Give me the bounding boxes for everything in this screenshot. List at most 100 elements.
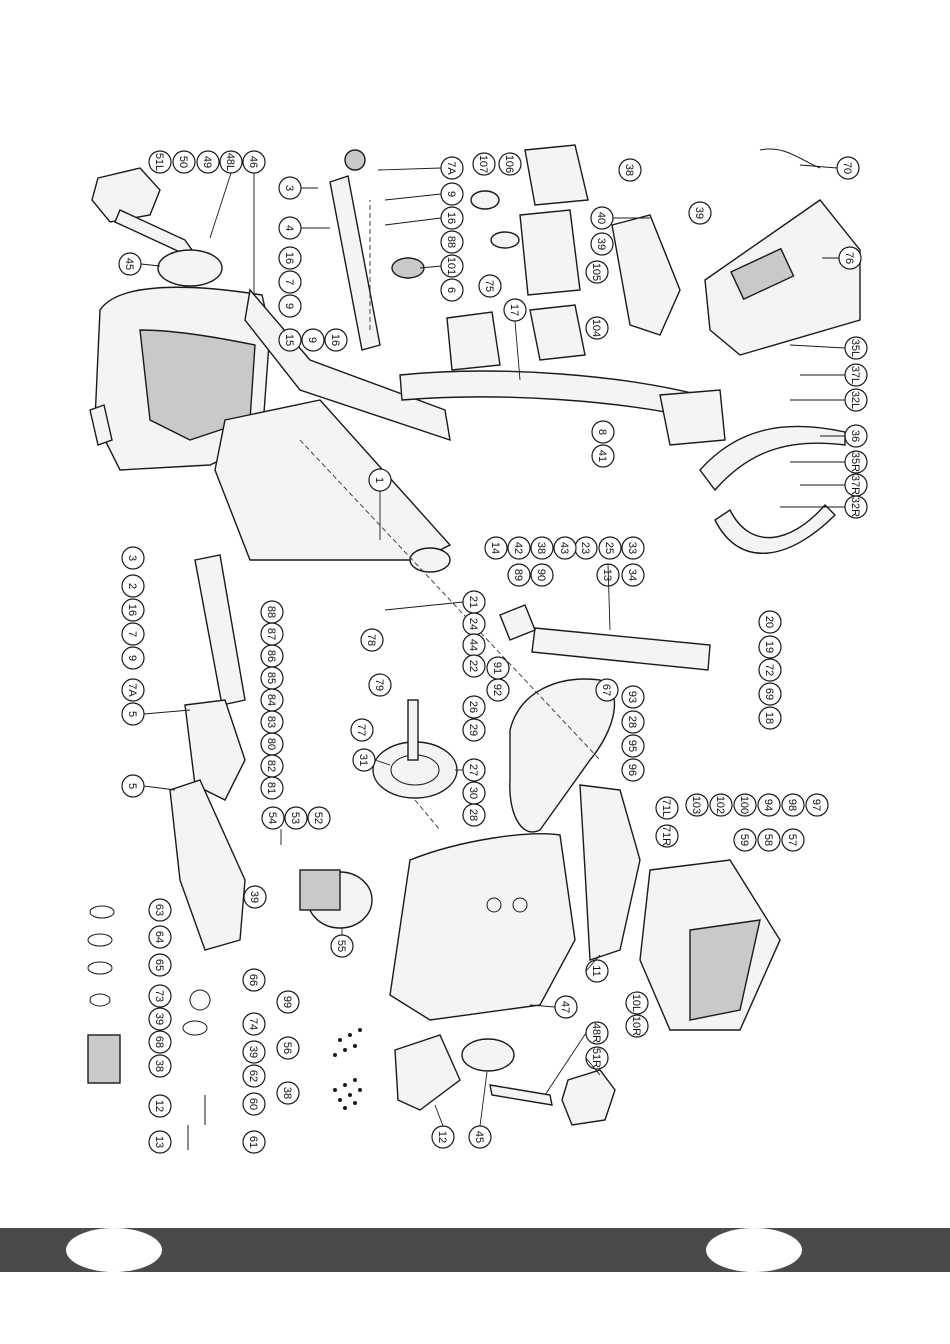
svg-text:32L: 32L [849, 391, 861, 409]
callout-42: 42 [507, 536, 531, 560]
harness-64 [87, 933, 113, 947]
callout-66: 66 [242, 968, 266, 992]
callout-85: 85 [260, 666, 284, 690]
callout-102: 102 [709, 793, 733, 817]
page-number-left [66, 1228, 162, 1272]
svg-text:13: 13 [153, 1136, 165, 1148]
seat-slider-post [329, 175, 381, 351]
svg-text:44: 44 [467, 639, 479, 651]
callout-74: 74 [242, 1012, 266, 1036]
callout-57: 57 [781, 828, 805, 852]
callout-33: 33 [621, 536, 645, 560]
svg-text:9: 9 [306, 337, 318, 343]
control-board-68 [87, 1034, 121, 1084]
page-number-right [706, 1228, 802, 1272]
callout-50: 50 [172, 150, 196, 174]
callout-31: 31 [352, 748, 376, 772]
callout-53: 53 [284, 806, 308, 830]
svg-text:91: 91 [491, 662, 503, 674]
callout-58: 58 [757, 828, 781, 852]
callout-12: 12 [148, 1094, 172, 1118]
svg-text:39: 39 [693, 207, 705, 219]
svg-text:5: 5 [126, 711, 138, 717]
callout-46: 46 [242, 150, 266, 174]
callout-75: 75 [478, 274, 502, 298]
svg-text:23: 23 [579, 542, 591, 554]
callout-70: 70 [836, 156, 860, 180]
callout-24: 24 [462, 612, 486, 636]
callout-9: 9 [278, 294, 302, 318]
callout-9: 9 [121, 646, 145, 670]
callout-86: 86 [260, 644, 284, 668]
svg-text:90: 90 [535, 569, 547, 581]
svg-text:30: 30 [467, 787, 479, 799]
callout-37R: 37R [844, 473, 868, 497]
callout-63: 63 [148, 898, 172, 922]
guide-line-a [299, 439, 601, 761]
callout-48L: 48L [219, 150, 243, 174]
svg-text:9: 9 [126, 655, 138, 661]
svg-text:9: 9 [445, 191, 457, 197]
callout-71L: 71L [655, 796, 679, 820]
svg-text:61: 61 [247, 1136, 259, 1148]
svg-text:71R: 71R [660, 826, 672, 846]
callout-29: 29 [462, 718, 486, 742]
svg-text:25: 25 [603, 542, 615, 554]
svg-text:75: 75 [483, 280, 495, 292]
callout-80: 80 [260, 732, 284, 756]
svg-text:34: 34 [626, 569, 638, 581]
svg-text:73: 73 [153, 990, 165, 1002]
svg-text:45: 45 [473, 1131, 485, 1143]
callout-77: 77 [350, 718, 374, 742]
callout-8: 8 [591, 420, 615, 444]
callout-12: 12 [431, 1125, 455, 1149]
svg-text:7: 7 [126, 631, 138, 637]
callout-69: 69 [758, 682, 782, 706]
svg-text:39: 39 [153, 1013, 165, 1025]
callout-105: 105 [585, 260, 609, 284]
callout-95: 95 [621, 734, 645, 758]
svg-text:13: 13 [601, 569, 613, 581]
svg-text:81: 81 [265, 782, 277, 794]
svg-text:40: 40 [595, 212, 607, 224]
svg-text:66: 66 [247, 974, 259, 986]
svg-text:31: 31 [357, 754, 369, 766]
svg-text:103: 103 [690, 796, 702, 814]
callout-61: 61 [242, 1130, 266, 1154]
flywheel-top-pulley [344, 149, 366, 171]
left-side-cover-lower [169, 779, 246, 951]
svg-text:87: 87 [265, 628, 277, 640]
svg-text:57: 57 [786, 834, 798, 846]
callout-35L: 35L [844, 336, 868, 360]
callout-9: 9 [440, 182, 464, 206]
svg-text:2: 2 [126, 583, 138, 589]
callout-38: 38 [276, 1081, 300, 1105]
svg-text:68: 68 [153, 1036, 165, 1048]
harness-73 [89, 993, 111, 1007]
svg-text:16: 16 [445, 212, 457, 224]
callout-38: 38 [530, 536, 554, 560]
svg-text:70: 70 [841, 162, 853, 174]
shroud-hole-b [512, 897, 528, 913]
callout-64: 64 [148, 925, 172, 949]
svg-text:32R: 32R [849, 497, 861, 517]
svg-text:5: 5 [126, 783, 138, 789]
callout-6: 6 [440, 278, 464, 302]
harness-65 [87, 961, 113, 975]
svg-text:97: 97 [810, 799, 822, 811]
svg-text:42: 42 [512, 542, 524, 554]
svg-text:35L: 35L [849, 339, 861, 357]
svg-text:22: 22 [467, 660, 479, 672]
callout-44: 44 [462, 633, 486, 657]
handlebar-lower [714, 503, 836, 554]
callout-62: 62 [242, 1064, 266, 1088]
callout-7A: 7A [121, 678, 145, 702]
callout-49: 49 [196, 150, 220, 174]
left-pedal [91, 167, 161, 223]
callout-36: 36 [844, 424, 868, 448]
frame-stabilizer [194, 554, 246, 706]
svg-text:76: 76 [843, 252, 855, 264]
callout-41: 41 [591, 444, 615, 468]
leader-lines [140, 164, 846, 1127]
